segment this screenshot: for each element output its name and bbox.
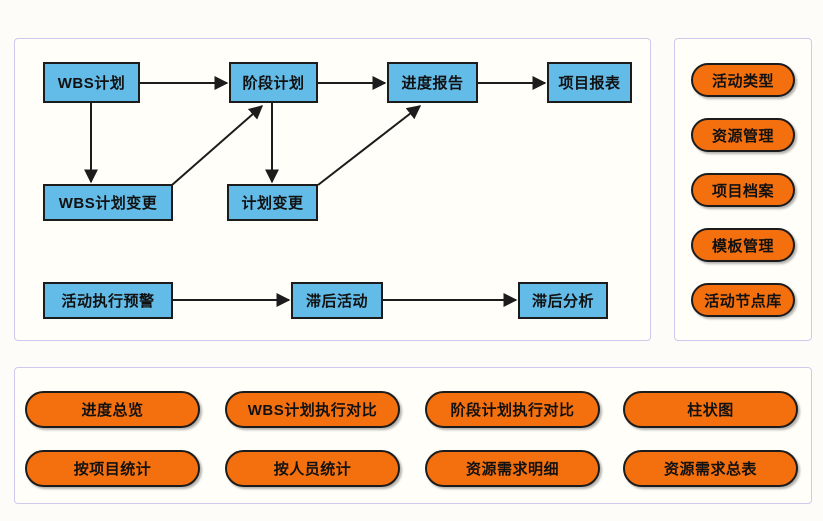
flow-node-lagging-activity[interactable]: 滞后活动 xyxy=(291,282,383,319)
flow-node-wbs-plan[interactable]: WBS计划 xyxy=(43,62,140,103)
bottom-item-bar-chart[interactable]: 柱状图 xyxy=(623,391,798,428)
flow-node-phase-plan[interactable]: 阶段计划 xyxy=(229,62,318,103)
flow-node-activity-warning[interactable]: 活动执行预警 xyxy=(43,282,173,319)
bottom-item-wbs-plan-compare[interactable]: WBS计划执行对比 xyxy=(225,391,400,428)
sidebar-item-project-archive[interactable]: 项目档案 xyxy=(691,173,795,207)
flow-node-lagging-analysis[interactable]: 滞后分析 xyxy=(518,282,608,319)
sidebar-item-template-mgmt[interactable]: 模板管理 xyxy=(691,228,795,262)
sidebar-item-resource-mgmt[interactable]: 资源管理 xyxy=(691,118,795,152)
flow-node-progress-report[interactable]: 进度报告 xyxy=(387,62,478,103)
sidebar-item-activity-type[interactable]: 活动类型 xyxy=(691,63,795,97)
bottom-item-resource-demand-total[interactable]: 资源需求总表 xyxy=(623,450,798,487)
flow-node-wbs-plan-change[interactable]: WBS计划变更 xyxy=(43,184,173,221)
flow-node-plan-change[interactable]: 计划变更 xyxy=(227,184,318,221)
sidebar-item-activity-node-lib[interactable]: 活动节点库 xyxy=(691,283,795,317)
bottom-item-phase-plan-compare[interactable]: 阶段计划执行对比 xyxy=(425,391,600,428)
flow-node-project-report[interactable]: 项目报表 xyxy=(547,62,632,103)
bottom-item-stats-by-person[interactable]: 按人员统计 xyxy=(225,450,400,487)
bottom-item-stats-by-project[interactable]: 按项目统计 xyxy=(25,450,200,487)
bottom-item-resource-demand-detail[interactable]: 资源需求明细 xyxy=(425,450,600,487)
bottom-item-progress-overview[interactable]: 进度总览 xyxy=(25,391,200,428)
